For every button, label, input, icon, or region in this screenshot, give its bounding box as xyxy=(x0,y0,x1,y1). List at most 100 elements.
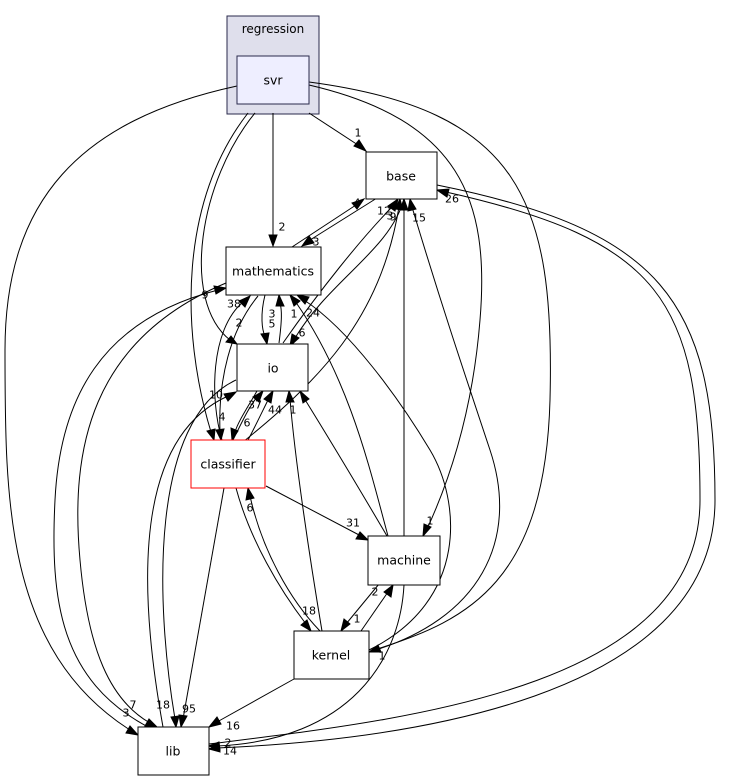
edge-classifier-machine xyxy=(265,485,362,537)
edge-kernel-io-arrow xyxy=(285,389,295,403)
edge-classifier-io-2-arrow xyxy=(263,389,274,404)
edge-label-classifier-io-2: 44 xyxy=(268,404,282,417)
edge-mathematics-classifier-arrow xyxy=(215,428,225,442)
edge-label-kernel-classifier: 6 xyxy=(247,502,254,515)
edge-kernel-classifier-arrow xyxy=(245,486,255,501)
edge-label-lib-io: 10 xyxy=(209,389,223,402)
node-lib-box xyxy=(137,726,210,776)
edge-svr-kernel-arrow xyxy=(367,644,382,653)
edge-classifier-kernel xyxy=(235,487,307,625)
edge-kernel-base-arrow xyxy=(407,197,417,212)
edge-machine-lib-arrow xyxy=(207,741,221,751)
edge-mathematics-base xyxy=(291,204,357,248)
edge-label-base-lib: 2 xyxy=(225,737,232,750)
edge-kernel-classifier xyxy=(249,495,321,632)
node-svr[interactable]: svr xyxy=(236,55,310,105)
edge-io-lib xyxy=(162,379,237,720)
edge-mathematics-lib-2 xyxy=(77,282,227,724)
edge-classifier-kernel-arrow xyxy=(300,619,312,633)
edge-label-svr-kernel: 1 xyxy=(379,650,386,663)
edge-base-mathematics-arrow xyxy=(300,235,315,247)
node-io[interactable]: io xyxy=(236,343,309,392)
node-svr-box xyxy=(236,55,310,105)
edge-base-lib xyxy=(216,184,716,749)
edge-machine-kernel xyxy=(345,583,380,625)
node-lib[interactable]: lib xyxy=(137,726,210,776)
edge-classifier-mathematics xyxy=(214,301,244,441)
edge-svr-io xyxy=(200,112,256,341)
edge-mathematics-lib-arrow xyxy=(213,285,228,295)
cluster-regression-label: regression xyxy=(242,22,305,36)
edge-label-mathematics-base: 4 xyxy=(354,197,361,210)
edge-label-svr-mathematics: 2 xyxy=(279,221,286,234)
node-classifier-box xyxy=(190,439,266,489)
edge-label-classifier-mathematics: 2 xyxy=(236,317,243,330)
edge-mathematics-base-arrow xyxy=(351,198,366,210)
node-base-box xyxy=(365,151,438,200)
edge-label-classifier-base: 3 xyxy=(387,210,394,223)
edge-machine-base-arrow xyxy=(399,197,409,211)
node-classifier-label: classifier xyxy=(200,457,256,472)
edge-io-mathematics xyxy=(278,302,282,344)
edge-label-kernel-mathematics: 24 xyxy=(306,307,320,320)
edge-label-mathematics-classifier: 38 xyxy=(227,298,241,311)
node-lib-label: lib xyxy=(166,744,181,759)
node-kernel-box xyxy=(293,630,370,680)
edge-label-base-io: 6 xyxy=(299,327,306,340)
edge-machine-kernel-arrow xyxy=(340,618,351,633)
edge-lib-base xyxy=(208,191,701,745)
edge-svr-lib-arrow xyxy=(125,725,140,736)
node-mathematics[interactable]: mathematics xyxy=(225,246,322,296)
edge-kernel-base xyxy=(368,206,501,653)
node-mathematics-box xyxy=(225,246,322,296)
edge-label-svr-machine: 1 xyxy=(427,515,434,528)
edge-io-base xyxy=(282,206,393,344)
edge-svr-machine-arrow xyxy=(422,523,432,538)
edge-mathematics-classifier xyxy=(219,295,259,433)
node-svr-label: svr xyxy=(263,73,283,88)
edge-label-machine-lib: 14 xyxy=(223,745,237,758)
edge-machine-mathematics xyxy=(294,300,389,537)
edge-lib-base-arrow xyxy=(435,188,450,198)
edge-label-machine-kernel: 1 xyxy=(354,613,361,626)
nodes: svr base mathematics io classifier machi… xyxy=(137,55,441,776)
edge-label-kernel-lib: 16 xyxy=(226,720,240,733)
node-base[interactable]: base xyxy=(365,151,438,200)
node-io-label: io xyxy=(267,361,278,376)
node-machine[interactable]: machine xyxy=(367,535,441,586)
node-machine-label: machine xyxy=(377,553,431,568)
node-base-label: base xyxy=(386,169,416,184)
edge-svr-machine xyxy=(308,84,483,530)
edge-classifier-machine-arrow xyxy=(355,531,370,541)
edge-label-machine-base: 9 xyxy=(390,211,397,224)
node-classifier[interactable]: classifier xyxy=(190,439,266,489)
edge-machine-io xyxy=(303,397,388,537)
edge-label-io-mathematics: 5 xyxy=(269,318,276,331)
edge-classifier-mathematics-arrow xyxy=(238,294,252,308)
edge-svr-base xyxy=(308,112,359,146)
edge-classifier-lib xyxy=(182,487,225,720)
edge-label-svr-classifier: 4 xyxy=(219,411,226,424)
edge-io-classifier xyxy=(234,390,258,433)
node-kernel[interactable]: kernel xyxy=(293,630,370,680)
edge-label-classifier-lib: 95 xyxy=(182,703,196,716)
edge-label-classifier-kernel: 18 xyxy=(302,605,316,618)
edge-kernel-mathematics xyxy=(303,299,452,651)
edge-lib-io-arrow xyxy=(223,391,238,402)
edge-mathematics-io xyxy=(261,294,266,337)
edge-kernel-lib-arrow xyxy=(207,716,222,728)
node-kernel-label: kernel xyxy=(312,648,351,663)
edge-label-io-base: 12 xyxy=(377,205,391,218)
edge-svr-lib xyxy=(4,85,238,731)
edge-svr-base-arrow xyxy=(353,139,368,153)
edge-classifier-io-arrow xyxy=(252,389,264,403)
edge-label-machine-mathematics: 1 xyxy=(291,308,298,321)
edge-svr-kernel xyxy=(308,81,551,650)
edge-kernel-machine-arrow xyxy=(383,583,394,598)
edge-machine-mathematics-arrow xyxy=(289,293,301,307)
edge-mathematics-io-arrow xyxy=(260,332,270,346)
edge-label-kernel-base: 15 xyxy=(412,212,426,225)
edge-classifier-lib-arrow xyxy=(178,714,188,729)
edge-label-io-lib: 18 xyxy=(156,699,170,712)
edge-svr-classifier-arrow xyxy=(206,428,216,442)
